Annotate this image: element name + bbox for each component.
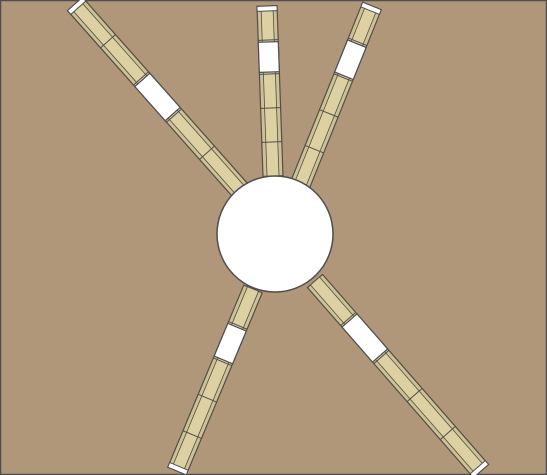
track-northwest[interactable] (66, 0, 249, 198)
track-divider (199, 145, 215, 160)
track-southwest[interactable] (166, 284, 264, 475)
track-divider (348, 37, 368, 46)
track-divider (340, 312, 357, 326)
track-divider (228, 321, 248, 330)
track-white-block[interactable] (333, 39, 367, 81)
track-divider (406, 388, 423, 402)
track-white-block[interactable] (341, 313, 389, 363)
track-north[interactable] (256, 5, 284, 177)
track-white-block[interactable] (213, 322, 248, 365)
track-end-cap (469, 459, 490, 475)
tracks-layer (66, 0, 490, 475)
track-divider (197, 393, 217, 403)
track-divider (166, 108, 182, 123)
track-end-cap (66, 0, 87, 16)
track-divider (260, 107, 281, 109)
track-divider (319, 109, 339, 118)
track-end-cap (167, 461, 189, 475)
track-divider (259, 73, 280, 75)
track-northeast[interactable] (289, 1, 383, 190)
track-divider (182, 430, 202, 439)
track-white-block[interactable] (133, 72, 182, 122)
track-divider (304, 145, 324, 154)
track-divider (261, 141, 282, 143)
track-end-cap (360, 1, 382, 16)
track-divider (373, 350, 390, 364)
track-southeast[interactable] (306, 273, 490, 475)
track-end-cap (256, 5, 278, 12)
track-divider (258, 39, 279, 41)
track-divider (333, 73, 353, 82)
turntable-hub[interactable] (216, 175, 334, 293)
track-divider (100, 34, 116, 49)
track-divider (133, 71, 149, 86)
track-white-block[interactable] (257, 41, 280, 73)
track-divider (439, 426, 456, 440)
track-divider (213, 357, 233, 367)
